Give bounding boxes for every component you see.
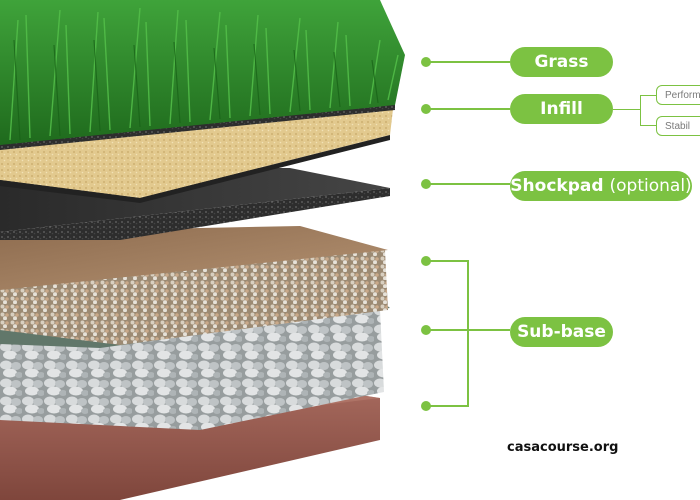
soil-layer (0, 226, 388, 290)
turf-layer (0, 0, 405, 203)
subbase-bracket-top (430, 260, 468, 262)
infill-sub-item-performance: Perform (656, 85, 700, 105)
subbase-label: Sub-base (510, 317, 613, 347)
infill-branch-upper (640, 95, 656, 96)
infill-connector-line (430, 108, 510, 110)
shockpad-connector-dot (421, 179, 431, 189)
infill-branch-line (613, 109, 640, 110)
grass-connector-line (430, 61, 510, 63)
shockpad-label: Shockpad (optional) (510, 171, 692, 201)
infill-sub-item-stability: Stabil (656, 116, 700, 136)
subbase-connector-dot-bottom (421, 401, 431, 411)
subbase-connector-dot-middle (421, 325, 431, 335)
infill-branch-lower (640, 125, 656, 126)
infill-branch-trunk (640, 95, 641, 125)
watermark-text: casacourse.org (507, 440, 619, 455)
subbase-bracket-bottom (430, 405, 468, 407)
subbase-connector-dot-top (421, 256, 431, 266)
subbase-bracket-vertical (467, 260, 469, 407)
infill-label: Infill (510, 94, 613, 124)
shockpad-label-text: Shockpad (510, 176, 604, 196)
infill-connector-dot (421, 104, 431, 114)
subbase-bracket-middle (430, 329, 510, 331)
grass-connector-dot (421, 57, 431, 67)
shockpad-optional-text: (optional) (609, 176, 692, 196)
grass-label: Grass (510, 47, 613, 77)
shockpad-connector-line (430, 183, 510, 185)
